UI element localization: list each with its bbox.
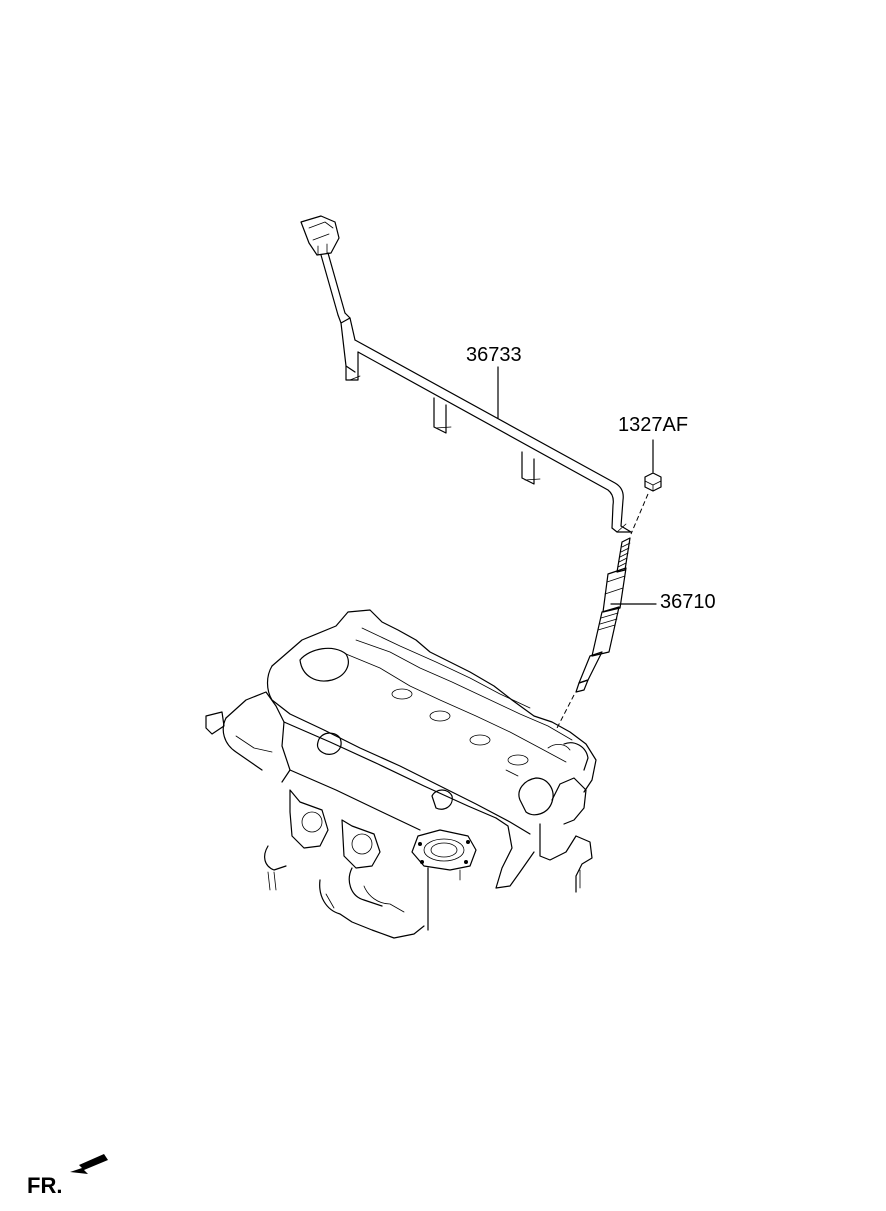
harness-connector <box>300 215 340 256</box>
glow-plug-harness-drawing <box>300 215 632 533</box>
glow-plug-drawing <box>555 537 657 731</box>
part-label-36710: 36710 <box>660 591 716 613</box>
front-direction-label: FR. <box>27 1173 63 1198</box>
nut-drawing <box>630 439 662 535</box>
part-label-36733: 36733 <box>466 344 522 366</box>
part-label-1327af: 1327AF <box>618 414 689 436</box>
cylinder-head-drawing <box>205 609 597 939</box>
front-arrow-icon <box>70 1154 108 1174</box>
